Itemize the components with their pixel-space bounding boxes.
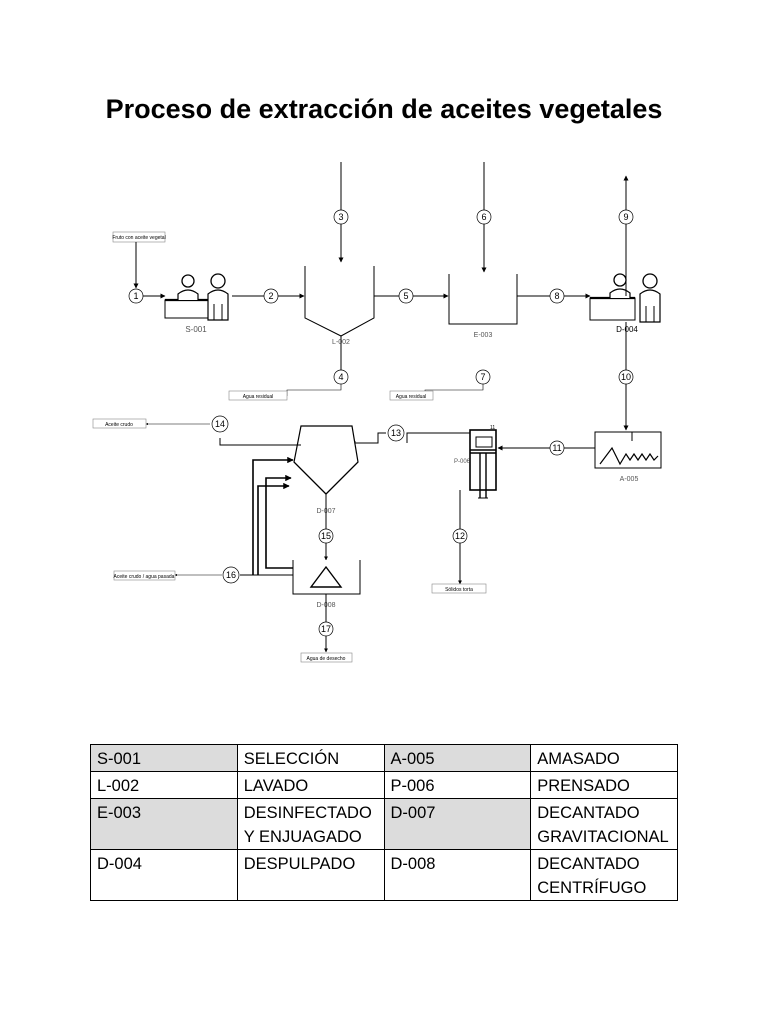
svg-text:Aceite crudo / agua pasada: Aceite crudo / agua pasada	[114, 574, 175, 580]
stream-line-13a	[406, 432, 470, 443]
stream-marker-16: 16	[222, 566, 240, 584]
box-input: Fruto con aceite vegetal	[112, 231, 166, 243]
svg-text:Agua residual: Agua residual	[243, 394, 274, 400]
legend-code: A-005	[383, 744, 532, 772]
recycle-loop-line-top	[252, 456, 294, 575]
legend-name: PRENSADO	[530, 771, 678, 799]
tag-p-006: P-006	[454, 459, 471, 465]
svg-text:9: 9	[623, 212, 628, 222]
pulping-station-icon	[589, 273, 661, 323]
stream-marker-17: 17	[318, 621, 334, 637]
stream-line-14a	[219, 438, 301, 446]
box-agua-residual-1: Agua residual	[228, 390, 288, 401]
box-agua-desecho: Agua de desecho	[300, 652, 353, 663]
stream-marker-10: 10	[618, 369, 634, 385]
box-input-label: Fruto con aceite vegetal	[112, 235, 165, 241]
recycle-loop-line-outer	[257, 482, 290, 575]
press-icon: 11	[469, 425, 497, 499]
svg-text:13: 13	[391, 428, 401, 438]
svg-text:8: 8	[554, 291, 559, 301]
kneading-machine-icon	[594, 431, 662, 469]
process-flow-diagram: Fruto con aceite vegetal S-001 L-002 Agu…	[92, 162, 662, 663]
stream-marker-13: 13	[387, 424, 405, 442]
stream-marker-7: 7	[475, 369, 491, 385]
svg-text:6: 6	[481, 212, 486, 222]
legend-name: SELECCIÓN	[236, 744, 385, 772]
stream-marker-6: 6	[476, 209, 492, 225]
svg-text:Agua de desecho: Agua de desecho	[307, 656, 346, 662]
legend-code: D-007	[383, 798, 532, 850]
svg-text:16: 16	[226, 570, 236, 580]
box-aceite-crudo: Aceite crudo	[92, 418, 147, 429]
legend-code: P-006	[383, 771, 532, 799]
legend-row: L-002 LAVADO P-006 PRENSADO	[90, 771, 678, 799]
svg-text:7: 7	[480, 372, 485, 382]
box-aceite-agua: Aceite crudo / agua pasada	[114, 570, 176, 581]
stream-line-7	[424, 384, 484, 393]
tag-e-003: E-003	[474, 332, 493, 339]
stream-marker-9: 9	[618, 209, 634, 225]
stream-line-13b	[351, 432, 386, 445]
svg-text:2: 2	[268, 291, 273, 301]
legend-name: LAVADO	[236, 771, 385, 799]
stream-marker-4: 4	[333, 369, 349, 385]
svg-text:10: 10	[621, 372, 631, 382]
legend-code: E-003	[90, 798, 238, 850]
selection-station-icon	[164, 273, 229, 321]
svg-text:11: 11	[552, 443, 561, 453]
stream-marker-14: 14	[211, 415, 229, 433]
gravity-decanter-icon	[293, 425, 359, 495]
svg-text:1: 1	[133, 291, 138, 301]
recycle-loop-line-inner	[265, 474, 293, 569]
page-title: Proceso de extracción de aceites vegetal…	[105, 94, 663, 124]
svg-text:Agua residual: Agua residual	[396, 394, 427, 400]
stream-marker-1: 1	[128, 288, 144, 304]
svg-text:Aceite crudo: Aceite crudo	[105, 422, 133, 428]
svg-text:Sólidos torta: Sólidos torta	[445, 587, 473, 593]
tag-s-001: S-001	[185, 325, 207, 334]
stream-marker-2: 2	[263, 288, 279, 304]
stream-line-4b	[286, 384, 342, 396]
stream-marker-5: 5	[398, 288, 414, 304]
legend-name: DECANTADO CENTRÍFUGO	[530, 849, 678, 901]
legend-code: D-004	[90, 849, 238, 901]
legend-row: S-001 SELECCIÓN A-005 AMASADO	[90, 744, 678, 772]
tag-d-004: D-004	[616, 325, 638, 334]
legend-name: DESINFECTADO Y ENJUAGADO	[236, 798, 385, 850]
svg-text:3: 3	[338, 212, 343, 222]
svg-text:12: 12	[455, 531, 465, 541]
svg-text:15: 15	[321, 531, 331, 541]
disinfection-tank-icon	[448, 274, 518, 325]
legend-row: E-003 DESINFECTADO Y ENJUAGADO D-007 DEC…	[90, 798, 678, 850]
stream-marker-8: 8	[549, 288, 565, 304]
legend-code: S-001	[90, 744, 238, 772]
svg-text:17: 17	[321, 624, 331, 634]
box-agua-residual-2: Agua residual	[389, 390, 434, 401]
legend-row: D-004 DESPULPADO D-008 DECANTADO CENTRÍF…	[90, 849, 678, 901]
stream-marker-11: 11	[549, 440, 565, 456]
box-solidos: Sólidos torta	[431, 583, 487, 594]
washing-tank-icon	[304, 266, 375, 337]
stream-marker-15: 15	[318, 528, 334, 544]
svg-text:11: 11	[490, 425, 495, 431]
equipment-legend-table: S-001 SELECCIÓN A-005 AMASADO L-002 LAVA…	[90, 744, 678, 901]
legend-name: AMASADO	[530, 744, 678, 772]
legend-name: DECANTADO GRAVITACIONAL	[530, 798, 678, 850]
stream-marker-3: 3	[333, 209, 349, 225]
svg-text:4: 4	[338, 372, 343, 382]
legend-code: D-008	[383, 849, 532, 901]
stream-marker-12: 12	[452, 528, 468, 544]
legend-code: L-002	[90, 771, 238, 799]
tag-a-005: A-005	[620, 476, 639, 483]
svg-text:5: 5	[403, 291, 408, 301]
svg-text:14: 14	[215, 419, 225, 429]
centrifugal-decanter-icon	[292, 560, 361, 595]
legend-name: DESPULPADO	[236, 849, 385, 901]
